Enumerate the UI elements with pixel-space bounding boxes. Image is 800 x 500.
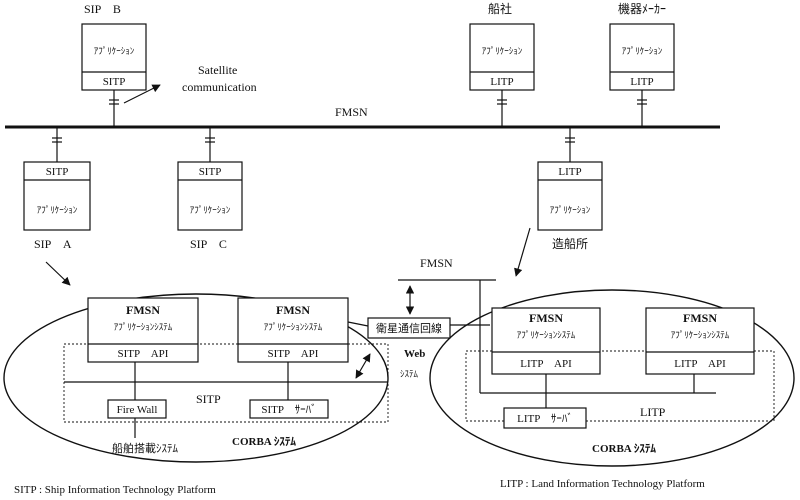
ship-app-2: FMSN ｱﾌﾟﾘｹｰｼｮﾝｼｽﾃﾑ SITP API [237, 297, 349, 363]
node-maker-app: ｱﾌﾟﾘｹｰｼｮﾝ [622, 46, 663, 56]
bridge-fmsn-label: FMSN [420, 256, 453, 270]
node-maker-platform: LITP [630, 76, 653, 88]
land-app-1: FMSN ｱﾌﾟﾘｹｰｼｮﾝｼｽﾃﾑ LITP API [491, 307, 601, 375]
land-app1-sub: ｱﾌﾟﾘｹｰｼｮﾝｼｽﾃﾑ [517, 330, 576, 340]
land-app2-sub: ｱﾌﾟﾘｹｰｼｮﾝｼｽﾃﾑ [671, 330, 730, 340]
sitp-server-label: SITP ｻｰﾊﾞ [261, 403, 316, 416]
node-sip-a-platform: SITP [46, 166, 69, 178]
node-sip-a-app: ｱﾌﾟﾘｹｰｼｮﾝ [37, 205, 78, 215]
ship-app2-api: SITP API [268, 348, 319, 360]
node-sip-c-app: ｱﾌﾟﾘｹｰｼｮﾝ [190, 205, 231, 215]
legend-sitp: SITP : Ship Information Technology Platf… [14, 484, 216, 496]
satellite-arrow [123, 84, 161, 104]
node-equipment-maker: 機器ﾒｰｶｰ ｱﾌﾟﾘｹｰｼｮﾝ LITP [609, 1, 675, 91]
node-shipyard-app: ｱﾌﾟﾘｹｰｼｮﾝ [550, 205, 591, 215]
node-sip-b-name: SIP B [84, 2, 121, 16]
land-app1-api: LITP API [520, 358, 572, 370]
sip-a-detail-arrow [45, 261, 71, 286]
web-label-1: Web [404, 348, 425, 360]
sitp-platform-area [63, 343, 389, 423]
onboard-system-label: 船舶搭載ｼｽﾃﾑ [112, 441, 178, 455]
node-sip-c-name: SIP C [190, 237, 227, 251]
ship-app1-title: FMSN [126, 303, 160, 317]
land-app2-api: LITP API [674, 358, 726, 370]
node-sip-b: SIP B ｱﾌﾟﾘｹｰｼｮﾝ SITP [81, 2, 147, 91]
land-app1-title: FMSN [529, 311, 563, 325]
firewall-label: Fire Wall [117, 404, 158, 416]
land-system-ellipse [429, 289, 795, 467]
litp-server-label: LITP ｻｰﾊﾞ [517, 412, 573, 425]
litp-platform-area [465, 350, 775, 422]
ship-app2-title: FMSN [276, 303, 310, 317]
node-sip-a-name: SIP A [34, 237, 72, 251]
sitp-server-box: SITP ｻｰﾊﾞ [249, 399, 329, 419]
ship-app1-api: SITP API [118, 348, 169, 360]
satellite-line-box: 衛星通信回線 [367, 317, 451, 339]
ship-app-1: FMSN ｱﾌﾟﾘｹｰｼｮﾝｼｽﾃﾑ SITP API [87, 297, 199, 363]
node-shipyard-name: 造船所 [552, 237, 588, 251]
web-label-2: ｼｽﾃﾑ [400, 369, 419, 379]
ship-corba-label: CORBA ｼｽﾃﾑ [232, 435, 296, 448]
web-link-arrow [355, 353, 371, 379]
ship-app1-sub: ｱﾌﾟﾘｹｰｼｮﾝｼｽﾃﾑ [114, 322, 173, 332]
litp-platform-label: LITP [640, 405, 666, 419]
firewall-box: Fire Wall [107, 399, 167, 419]
ship-app2-sub: ｱﾌﾟﾘｹｰｼｮﾝｼｽﾃﾑ [264, 322, 323, 332]
node-shipping-platform: LITP [490, 76, 513, 88]
node-shipping-company: 船社 ｱﾌﾟﾘｹｰｼｮﾝ LITP [469, 1, 535, 91]
bus-connectors [52, 90, 647, 162]
sitp-platform-label: SITP [196, 392, 221, 406]
land-corba-label: CORBA ｼｽﾃﾑ [592, 442, 656, 455]
satellite-label-1: Satellite [198, 63, 237, 77]
satellite-line-label: 衛星通信回線 [376, 321, 442, 335]
node-maker-name: 機器ﾒｰｶｰ [618, 1, 666, 16]
land-app-2: FMSN ｱﾌﾟﾘｹｰｼｮﾝｼｽﾃﾑ LITP API [645, 307, 755, 375]
node-sip-c-platform: SITP [199, 166, 222, 178]
node-shipyard: LITP ｱﾌﾟﾘｹｰｼｮﾝ 造船所 [537, 161, 603, 251]
node-sip-b-app: ｱﾌﾟﾘｹｰｼｮﾝ [94, 46, 135, 56]
node-shipyard-platform: LITP [558, 166, 581, 178]
land-app2-title: FMSN [683, 311, 717, 325]
node-shipping-app: ｱﾌﾟﾘｹｰｼｮﾝ [482, 46, 523, 56]
node-sip-b-platform: SITP [103, 76, 126, 88]
node-sip-c: SITP ｱﾌﾟﾘｹｰｼｮﾝ SIP C [177, 161, 243, 251]
legend-litp: LITP : Land Information Technology Platf… [500, 478, 705, 490]
fmsn-bus-label: FMSN [335, 105, 368, 119]
node-sip-a: SITP ｱﾌﾟﾘｹｰｼｮﾝ SIP A [23, 161, 91, 251]
satellite-label-2: communication [182, 80, 257, 94]
node-shipping-name: 船社 [488, 1, 512, 16]
litp-server-box: LITP ｻｰﾊﾞ [503, 407, 587, 429]
shipyard-detail-arrow [514, 227, 531, 277]
